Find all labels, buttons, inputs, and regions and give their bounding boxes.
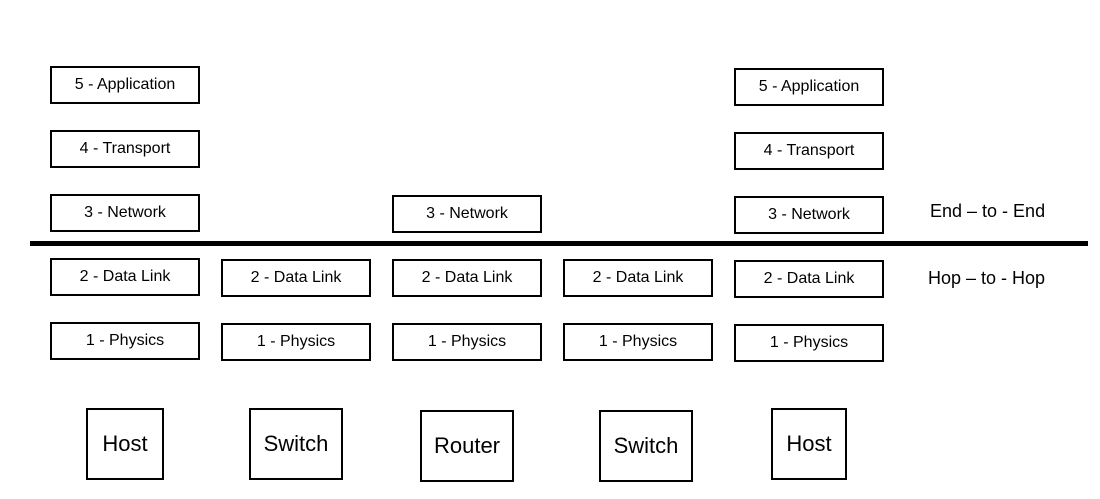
- layer-box-network: 3 - Network: [392, 195, 542, 233]
- layer-box-physical: 1 - Physics: [392, 323, 542, 361]
- layer-box-network: 3 - Network: [50, 194, 200, 232]
- hop-to-hop-label: Hop – to - Hop: [928, 268, 1046, 288]
- layer-label: 2 - Data Link: [421, 269, 513, 286]
- layer-label: 3 - Network: [768, 206, 850, 223]
- layer-label: 1 - Physics: [85, 332, 165, 349]
- layer-label: 4 - Transport: [79, 140, 171, 157]
- layer-box-physical: 1 - Physics: [221, 323, 371, 361]
- layer-box-data-link: 2 - Data Link: [734, 260, 884, 298]
- device-router: Router: [420, 410, 514, 482]
- layer-label: 3 - Network: [84, 204, 166, 221]
- device-label: Switch: [263, 431, 329, 456]
- device-host-source: Host: [86, 408, 164, 480]
- layer-label: 1 - Physics: [769, 334, 849, 351]
- layer-divider-line: [30, 241, 1088, 246]
- layer-box-application: 5 - Application: [50, 66, 200, 104]
- layer-box-data-link: 2 - Data Link: [392, 259, 542, 297]
- device-host-destination: Host: [771, 408, 847, 480]
- device-label: Host: [102, 431, 148, 456]
- device-switch-2: Switch: [599, 410, 693, 482]
- layer-box-network: 3 - Network: [734, 196, 884, 234]
- layer-label: 2 - Data Link: [592, 269, 684, 286]
- layer-box-physical: 1 - Physics: [734, 324, 884, 362]
- layer-label: 2 - Data Link: [763, 270, 855, 287]
- layer-label: 1 - Physics: [427, 333, 507, 350]
- layer-label: 3 - Network: [426, 205, 508, 222]
- layer-box-transport: 4 - Transport: [734, 132, 884, 170]
- device-label: Host: [786, 431, 832, 456]
- layer-box-physical: 1 - Physics: [50, 322, 200, 360]
- device-switch-1: Switch: [249, 408, 343, 480]
- layer-box-application: 5 - Application: [734, 68, 884, 106]
- layer-box-data-link: 2 - Data Link: [50, 258, 200, 296]
- end-to-end-label: End – to - End: [930, 201, 1046, 221]
- layer-label: 2 - Data Link: [250, 269, 342, 286]
- layer-box-physical: 1 - Physics: [563, 323, 713, 361]
- layer-label: 1 - Physics: [256, 333, 336, 350]
- layer-label: 1 - Physics: [598, 333, 678, 350]
- layer-label: 5 - Application: [758, 78, 860, 95]
- layer-label: 5 - Application: [74, 76, 176, 93]
- layer-box-transport: 4 - Transport: [50, 130, 200, 168]
- device-label: Router: [433, 433, 501, 458]
- device-label: Switch: [613, 433, 679, 458]
- layer-label: 4 - Transport: [763, 142, 855, 159]
- layer-label: 2 - Data Link: [79, 268, 171, 285]
- layer-box-data-link: 2 - Data Link: [563, 259, 713, 297]
- layer-box-data-link: 2 - Data Link: [221, 259, 371, 297]
